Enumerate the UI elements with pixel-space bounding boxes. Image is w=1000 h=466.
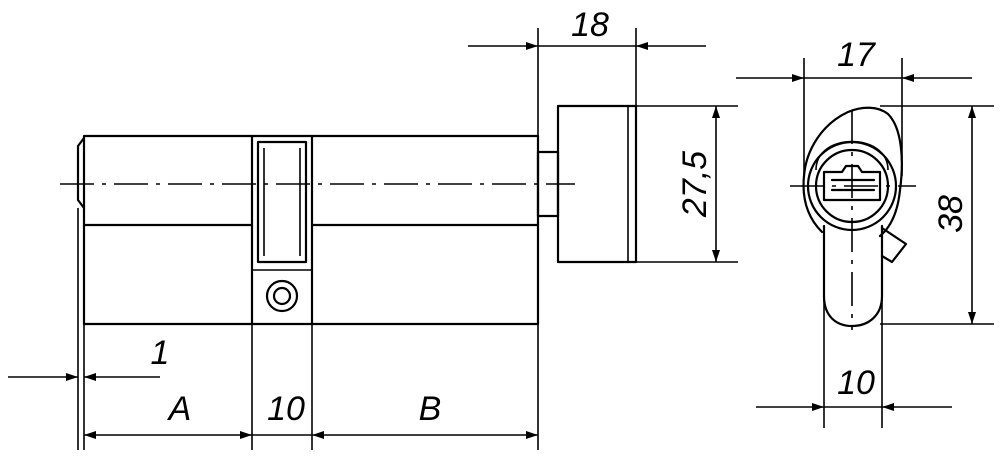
dim-label-275: 27,5	[676, 151, 714, 218]
dim-label-17: 17	[837, 36, 876, 74]
cam-slot-outline	[250, 134, 314, 326]
dim-label-38: 38	[932, 195, 970, 233]
cam-slot-inner	[252, 148, 312, 271]
dim-label-side-10: 10	[837, 364, 875, 402]
dim-label-a: A	[167, 390, 192, 428]
dim-label-center-10: 10	[267, 390, 305, 428]
key-profile	[822, 164, 882, 202]
key-end-cap	[76, 136, 86, 210]
dim-label-18: 18	[571, 6, 609, 44]
side-dimensions: 17 38 10	[736, 36, 994, 428]
dim-label-1: 1	[151, 334, 170, 372]
side-view	[790, 106, 916, 330]
side-cam-tab	[880, 226, 908, 264]
side-leg-outline	[822, 224, 884, 328]
side-head-outline	[802, 106, 903, 238]
fixing-screw-inner	[272, 286, 292, 306]
fixing-screw-outer	[265, 279, 299, 313]
front-view	[60, 104, 638, 450]
dim-label-b: B	[419, 390, 442, 428]
front-dimensions: 18 27,5 1 A 10 B	[8, 6, 738, 450]
